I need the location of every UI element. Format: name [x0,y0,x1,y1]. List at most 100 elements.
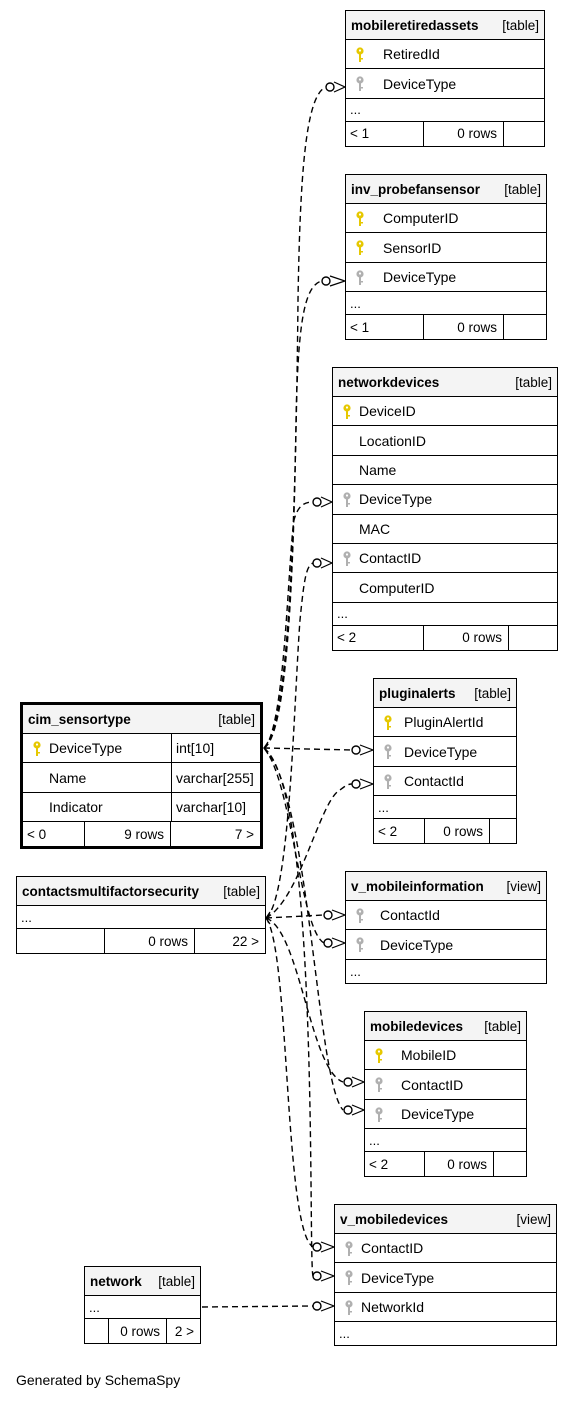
crowfoot-marker [329,275,347,287]
edge-contacts-v-mobileinformation [265,914,325,919]
column-row[interactable]: ComputerID [346,204,546,234]
primary-key-icon [356,240,364,256]
crowfoot-marker [320,1241,336,1253]
children-count[interactable]: 22 > [232,933,259,949]
children-count[interactable] [494,1152,526,1176]
column-row[interactable]: ContactId [346,901,546,931]
optional-marker [321,276,331,286]
table-mobiledevices[interactable]: mobiledevices[table] MobileID ContactID … [364,1011,527,1178]
table-footer: < 2 0 rows [374,819,516,844]
column-row[interactable]: Name [333,456,557,486]
parents-count[interactable]: < 1 [346,315,424,340]
crowfoot-marker [351,1104,366,1116]
column-row[interactable]: RetiredId [346,40,544,70]
table-name[interactable]: v_mobiledevices [340,1211,449,1227]
foreign-key-icon [345,1270,353,1286]
column-row[interactable]: MAC [333,515,557,544]
table-name[interactable]: mobileretiredassets [351,17,479,33]
parents-count[interactable]: < 2 [365,1152,425,1177]
column-name: RetiredId [383,46,440,63]
column-row[interactable]: DeviceType [333,485,557,515]
column-name: ContactId [404,772,464,789]
more-columns: ... [17,906,265,929]
parents-count[interactable]: < 2 [333,625,424,650]
primary-key-icon [384,715,392,730]
children-count[interactable]: 2 > [174,1323,194,1339]
table-name[interactable]: network [90,1273,142,1289]
table-networkdevices[interactable]: networkdevices[table] DeviceID LocationI… [332,367,558,651]
column-row[interactable]: DeviceType [346,69,544,99]
column-row[interactable]: MobileID [365,1041,526,1071]
children-count[interactable] [504,315,546,339]
table-name[interactable]: mobiledevices [370,1018,464,1034]
more-columns: ... [346,99,544,122]
crowfoot-marker [351,1076,366,1088]
column-row[interactable]: DeviceType [346,263,546,293]
column-row[interactable]: ContactID [335,1234,556,1264]
table-mobileretiredassets[interactable]: mobileretiredassets[table] RetiredId Dev… [345,10,545,147]
column-row[interactable]: ContactID [333,544,557,574]
parents-count[interactable]: < 2 [374,819,425,844]
one-marker [263,741,269,755]
table-network[interactable]: network[table] ... 0 rows 2 > [84,1266,201,1344]
column-name: ComputerID [359,579,435,596]
children-count[interactable] [504,122,544,146]
table-name[interactable]: cim_sensortype [28,711,131,727]
crowfoot-marker [359,778,375,790]
foreign-key-icon [384,744,392,760]
table-v-mobiledevices[interactable]: v_mobiledevices[view] ContactID DeviceTy… [334,1204,557,1347]
foreign-key-icon [356,76,364,92]
parents-count[interactable]: < 0 [23,822,85,847]
column-row[interactable]: ContactID [365,1070,526,1100]
table-inv-probefansensor[interactable]: inv_probefansensor[table] ComputerID Sen… [345,174,547,341]
row-count: 0 rows [425,1152,494,1177]
table-v-mobileinformation[interactable]: v_mobileinformation[view] ContactId Devi… [345,871,547,984]
table-name[interactable]: contactsmultifactorsecurity [22,883,200,899]
column-row[interactable]: DeviceType [346,930,546,960]
more-columns: ... [346,292,546,316]
more-columns: ... [350,963,361,979]
column-row[interactable]: Name varchar[255] [23,763,260,793]
foreign-key-icon [356,908,364,923]
table-name[interactable]: networkdevices [338,374,440,390]
column-row[interactable]: LocationID [333,426,557,456]
foreign-key-icon [345,1241,353,1256]
column-name: Name [49,769,87,786]
column-row[interactable]: NetworkId [335,1293,556,1323]
parents-count[interactable] [17,929,105,953]
column-row[interactable]: DeviceType [335,1263,556,1293]
primary-key-icon [356,211,364,226]
primary-key-icon [33,741,41,756]
parents-count[interactable]: < 1 [346,121,424,146]
edge-cim-v-mobiledevices [263,747,314,1277]
children-count[interactable]: 7 > [234,826,254,842]
table-contactsmultifactorsecurity[interactable]: contactsmultifactorsecurity[table] ... 0… [16,876,266,954]
table-name[interactable]: v_mobileinformation [351,878,484,894]
table-kind: [table] [158,1273,195,1289]
foreign-key-icon [343,492,351,508]
edge-cim-inv-probefansensor [263,280,323,749]
children-count[interactable] [509,626,557,650]
column-row[interactable]: SensorID [346,233,546,263]
children-count[interactable] [490,819,516,843]
table-pluginalerts[interactable]: pluginalerts[table] PluginAlertId Device… [373,678,517,845]
column-name: DeviceType [383,75,457,92]
optional-marker [343,1077,353,1087]
column-row[interactable]: DeviceType [374,737,516,767]
column-name: Indicator [49,798,103,815]
column-row[interactable]: PluginAlertId [374,708,516,738]
column-row[interactable]: ComputerID [333,573,557,603]
row-count: 0 rows [424,315,504,340]
column-row[interactable]: DeviceID [333,397,557,427]
table-name[interactable]: pluginalerts [379,685,456,701]
column-type: varchar[255] [171,763,254,792]
generated-by-credit[interactable]: Generated by SchemaSpy [16,1372,181,1388]
parents-count[interactable] [85,1319,109,1343]
column-row[interactable]: ContactId [374,767,516,797]
column-row[interactable]: DeviceType [365,1100,526,1130]
table-name[interactable]: inv_probefansensor [351,181,481,197]
